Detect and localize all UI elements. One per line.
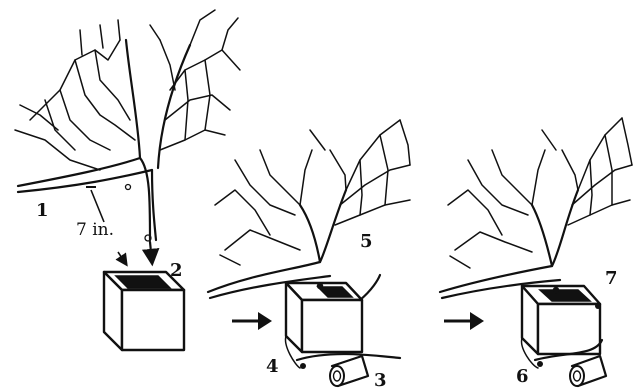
label-top-5: 5 [360,231,373,252]
arrow-right-icon [232,312,272,330]
label-box-2: 2 [170,260,183,281]
label-wire-4: 4 [266,356,279,377]
arrow-right-icon [444,312,484,330]
stage-3-branch [440,118,632,298]
paper-roll-icon-2 [570,356,606,386]
sealed-rooting-box [522,286,602,368]
label-side-7: 7 [605,268,618,289]
label-roll-3: 3 [374,370,387,388]
stage-1-branch [15,10,240,241]
wrapped-rooting-box [286,275,400,369]
paper-roll-icon [330,356,368,386]
label-measurement: 7 in. [76,220,114,240]
label-bottom-6: 6 [516,366,529,387]
label-stage-1: 1 [36,200,49,221]
rooting-box-open [104,272,184,350]
stage-2-branch [208,120,410,298]
